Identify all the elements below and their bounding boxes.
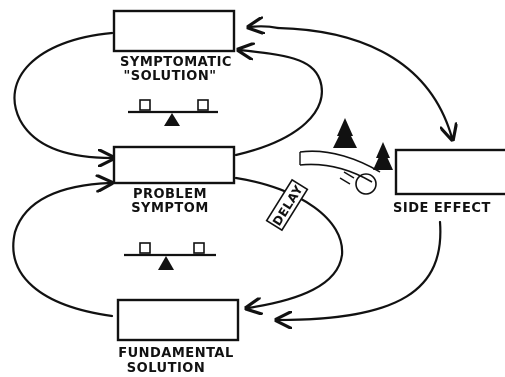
pine-tree-icon (373, 142, 393, 170)
from-side-effect-bottom-arrow (278, 220, 442, 320)
problem-symptom-box (112, 145, 236, 185)
balance-scale-icon (128, 99, 218, 126)
pine-tree-icon (333, 118, 357, 148)
balance-scale-icon (124, 242, 216, 270)
fundamental-solution-label-line2: SOLUTION (127, 361, 205, 376)
symptomatic-solution-label-line2: "SOLUTION" (124, 69, 217, 84)
ski-slope-illustration (299, 118, 393, 195)
side-effect-label: SIDE EFFECT (393, 201, 491, 216)
symptomatic-solution-box (112, 9, 236, 53)
problem-symptom-label-line1: PROBLEM (133, 187, 207, 202)
symptomatic-solution-label-line1: SYMPTOMATIC (120, 55, 232, 70)
loop-bottom-left-arrow (12, 183, 112, 318)
fundamental-solution-box (116, 298, 240, 342)
problem-symptom-label-line2: SYMPTOM (131, 201, 209, 216)
loop-top-right-arrow (234, 50, 323, 157)
to-side-effect-arrow (276, 26, 452, 138)
skier-icon (339, 171, 377, 195)
from-side-effect-top-arrow (250, 26, 280, 28)
fundamental-solution-label-line1: FUNDAMENTAL (118, 346, 234, 361)
side-effect-box (394, 148, 505, 196)
loop-top-left-arrow (13, 31, 112, 158)
